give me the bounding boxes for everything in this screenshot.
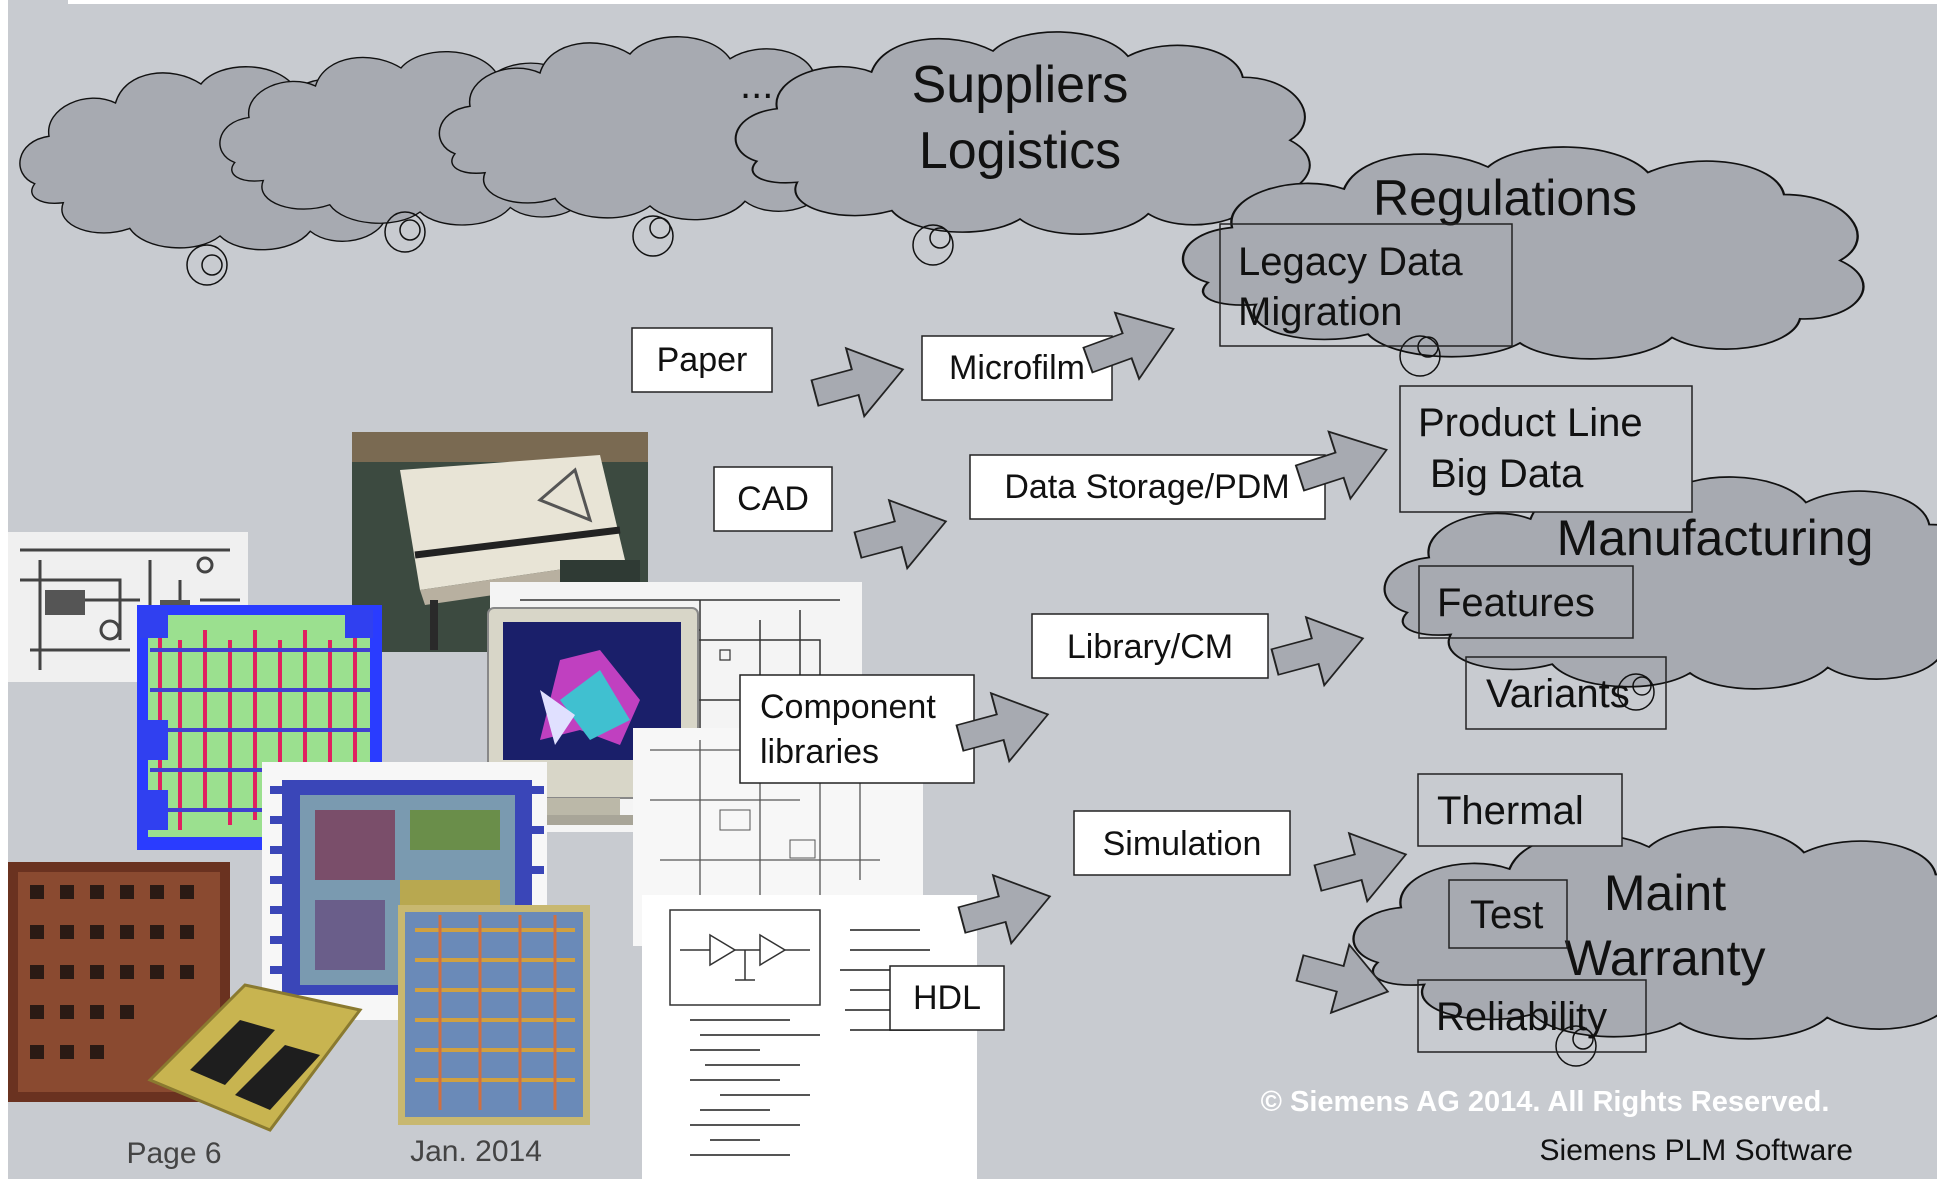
cloud-manufacturing: [1383, 475, 1937, 711]
data-storage-label: Data Storage/PDM: [1004, 468, 1289, 506]
logistics-label: Logistics: [919, 122, 1121, 180]
component-label: Component: [760, 688, 936, 726]
die-photo-image: [398, 905, 590, 1125]
cloud-1: [19, 66, 425, 286]
copyright: © Siemens AG 2014. All Rights Reserved.: [1261, 1086, 1830, 1118]
test-box: Test: [1448, 879, 1568, 949]
footer-date: Jan. 2014: [410, 1135, 542, 1168]
test-label: Test: [1470, 893, 1543, 937]
features-label: Features: [1437, 581, 1595, 625]
cloud-2: [219, 50, 625, 253]
maint-label: Maint: [1604, 865, 1726, 921]
microfilm-box: Microfilm: [921, 335, 1113, 401]
top-strip: [68, 0, 1937, 4]
warranty-label: Warranty: [1565, 930, 1766, 986]
library-label: Library/CM: [1067, 628, 1233, 666]
big-data-label: Big Data: [1430, 452, 1584, 496]
ellipsis-label: ...: [740, 63, 773, 107]
packaged-chip-image: [147, 983, 363, 1132]
cloud-suppliers: [734, 30, 1311, 266]
legacy-data-label: Legacy Data: [1238, 240, 1463, 284]
company-name: Siemens PLM Software: [1540, 1134, 1853, 1167]
cad-box: CAD: [713, 466, 833, 532]
cloud-maint: [1352, 825, 1937, 1067]
simulation-box: Simulation: [1073, 810, 1291, 876]
paper-label: Paper: [657, 341, 748, 379]
thermal-label: Thermal: [1437, 789, 1584, 833]
hdl-code-image: [642, 895, 977, 1179]
libraries-label: libraries: [760, 733, 879, 771]
cloud-regulations: [1181, 145, 1865, 377]
thermal-box: Thermal: [1417, 773, 1623, 847]
variants-box: Variants: [1465, 656, 1667, 730]
reliability-box: Reliability: [1417, 979, 1647, 1053]
library-box: Library/CM: [1031, 613, 1269, 679]
legacy-data-box: Legacy Data Migration: [1219, 223, 1513, 347]
suppliers-label: Suppliers: [912, 56, 1129, 114]
hdl-label: HDL: [913, 979, 981, 1017]
cad-label: CAD: [737, 480, 809, 518]
paper-box: Paper: [631, 327, 773, 393]
component-libraries-box: Component libraries: [739, 674, 975, 784]
product-line-label: Product Line: [1418, 401, 1643, 445]
hdl-box: HDL: [889, 965, 1005, 1031]
page-number: Page 6: [126, 1137, 221, 1170]
data-storage-box: Data Storage/PDM: [969, 454, 1326, 520]
migration-label: Migration: [1238, 290, 1403, 334]
simulation-label: Simulation: [1103, 825, 1262, 863]
regulations-label: Regulations: [1373, 170, 1637, 226]
chip-layout-image: [137, 605, 382, 850]
features-box: Features: [1418, 565, 1634, 639]
manufacturing-label: Manufacturing: [1557, 510, 1874, 566]
product-line-box: Product Line Big Data: [1399, 385, 1693, 513]
variants-label: Variants: [1486, 672, 1630, 716]
reliability-label: Reliability: [1436, 995, 1607, 1039]
cloud-3: [438, 35, 866, 257]
microfilm-label: Microfilm: [949, 349, 1085, 387]
